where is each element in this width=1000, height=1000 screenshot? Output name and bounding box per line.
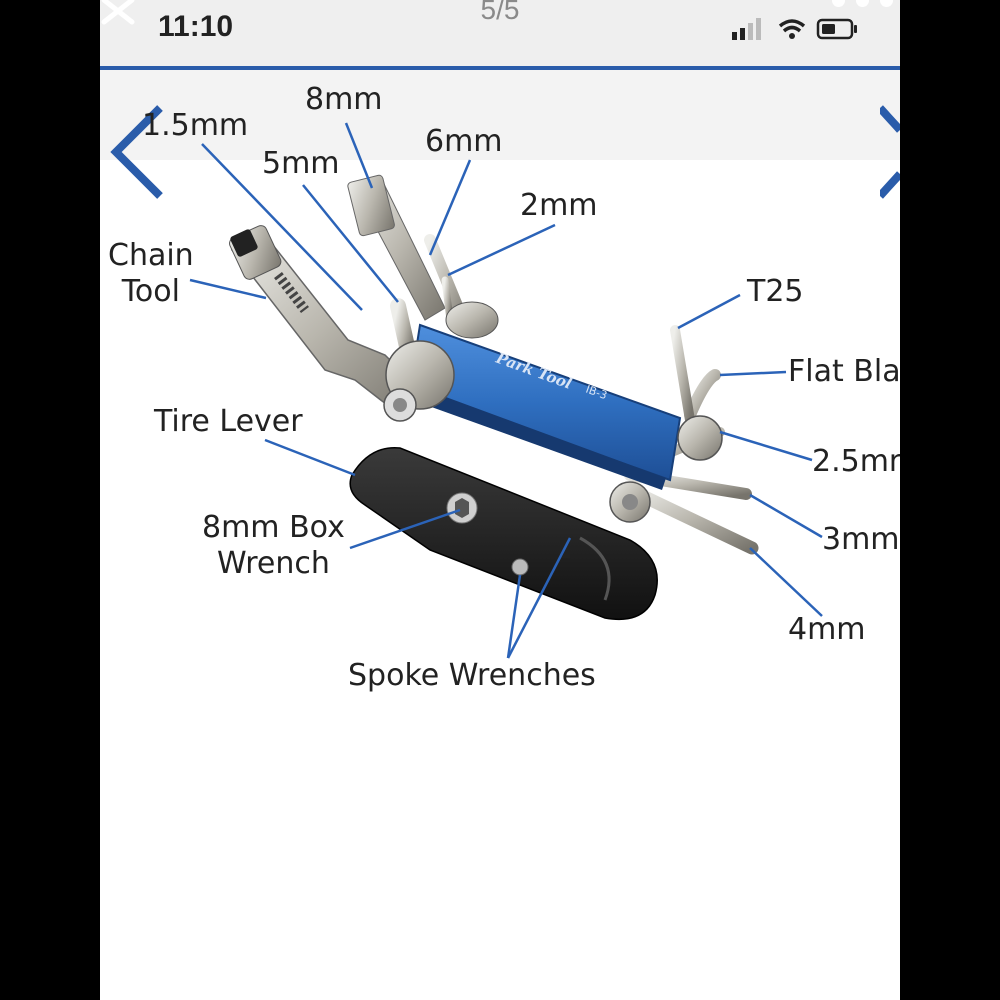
wifi-icon — [778, 19, 806, 39]
more-dot-icon — [832, 0, 845, 7]
label-box-wrench-text: 8mm Box Wrench — [202, 510, 345, 581]
chevron-right-icon — [880, 105, 900, 199]
more-options-button[interactable] — [826, 0, 900, 14]
prev-image-button[interactable] — [108, 102, 168, 202]
tool-diagram-image: Park Tool IB-3 — [100, 70, 900, 710]
label-2mm: 2mm — [520, 188, 598, 223]
viewer-top-bar: 5/5 — [0, 0, 1000, 60]
hex-bit-8mm — [347, 174, 446, 321]
battery-icon — [816, 18, 857, 40]
hex-key-2mm — [441, 276, 499, 339]
label-2-5mm: 2.5mn — [812, 444, 900, 479]
phone-status-bar: 11:10 — [100, 0, 900, 70]
leader-lines — [189, 122, 823, 659]
multitool-illustration: Park Tool IB-3 — [100, 70, 900, 659]
label-5mm: 5mm — [262, 146, 340, 181]
tire-lever — [349, 447, 658, 621]
label-1-5mm: 1.5mm — [142, 108, 249, 143]
close-button[interactable] — [100, 0, 140, 30]
status-time: 11:10 — [158, 10, 234, 43]
tool-body: Park Tool IB-3 — [408, 323, 682, 490]
label-t25: T25 — [747, 274, 804, 309]
label-4mm: 4mm — [788, 612, 866, 647]
label-6mm: 6mm — [425, 124, 503, 159]
flat-blade — [684, 369, 721, 421]
pivot-bolt-right — [609, 415, 723, 523]
screenshot-phone-screen: 11:10 — [100, 0, 900, 1000]
close-icon — [101, 0, 135, 25]
more-dot-icon — [880, 0, 893, 7]
label-chain-tool: Chain Tool — [108, 238, 194, 310]
label-chain-tool-text: Chain Tool — [108, 238, 194, 309]
pivot-bolt-left — [383, 340, 455, 422]
torx-t25 — [670, 325, 695, 425]
more-dot-icon — [856, 0, 869, 7]
chevron-left-icon — [110, 105, 163, 199]
label-box-wrench: 8mm Box Wrench — [202, 510, 345, 582]
header-divider — [100, 66, 900, 70]
next-image-button[interactable] — [880, 102, 900, 202]
label-flat-blade: Flat Bla — [788, 354, 900, 389]
chain-tool — [229, 225, 422, 417]
label-spoke-wrenches: Spoke Wrenches — [348, 658, 596, 693]
image-counter: 5/5 — [480, 0, 520, 25]
label-3mm: 3mm — [822, 522, 900, 557]
backdrop — [100, 70, 900, 160]
status-icons — [732, 14, 872, 44]
signal-icon — [732, 18, 761, 40]
label-8mm: 8mm — [305, 82, 383, 117]
label-tire-lever: Tire Lever — [154, 404, 303, 439]
